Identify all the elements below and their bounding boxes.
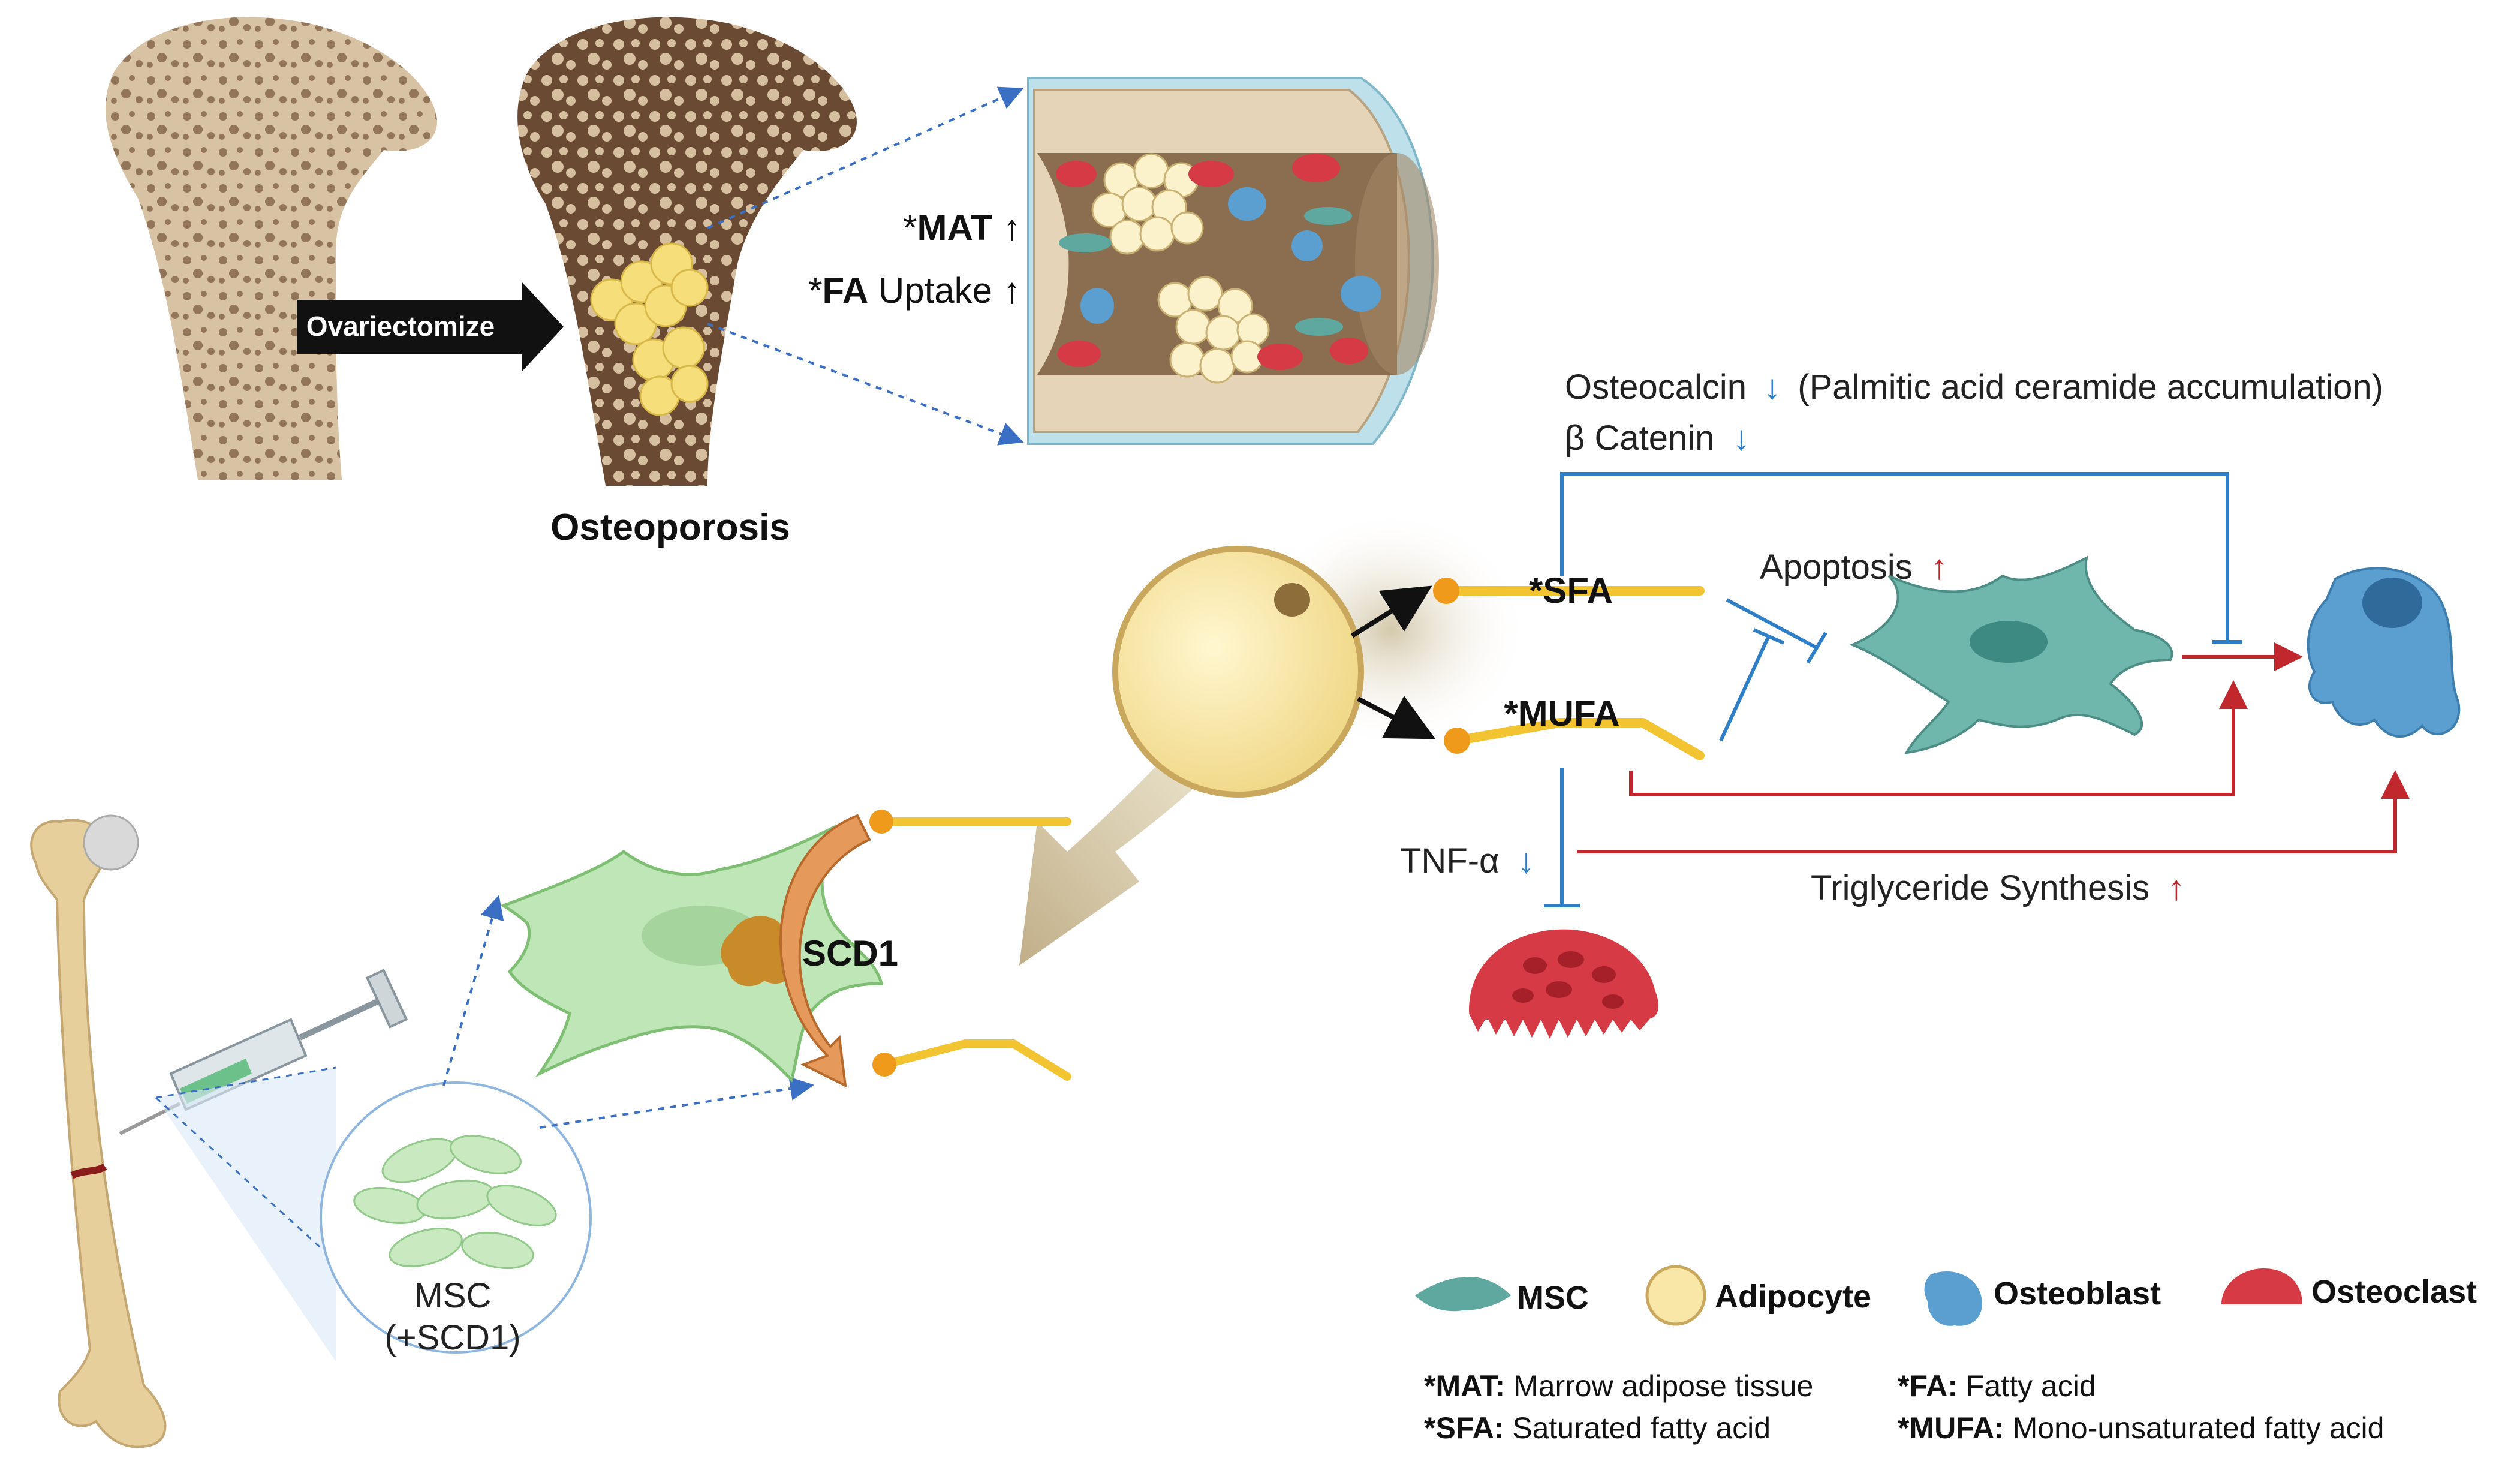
scd1-enzyme (721, 916, 798, 987)
arrow-to-mufa (1357, 695, 1436, 739)
osteocalcin-label: Osteocalcin ↓ (Palmitic acid ceramide ac… (1565, 368, 2383, 407)
marrow-osteoblasts (1080, 187, 1381, 324)
scd1-conversion-arrow (779, 814, 871, 1088)
healthy-femur (105, 17, 437, 480)
tnf-label: TNF-α ↓ (1400, 841, 1535, 880)
svg-text:*FA Uptake: *FA Uptake (808, 270, 992, 311)
osteoporotic-femur (517, 17, 857, 486)
legend-item-osteoclast: Osteoclast (2221, 1268, 2477, 1310)
ovariectomize-arrow: Ovariectomize (297, 282, 564, 372)
osteoblast-icon (1924, 1271, 1982, 1326)
sfa-chain: *SFA (1433, 570, 1705, 611)
mufa-label: *MUFA (1504, 693, 1619, 733)
abbr-mat: *MAT: Marrow adipose tissue (1424, 1369, 1813, 1403)
mufa-chain-small (872, 1039, 1071, 1081)
legend-item-msc: MSC (1415, 1277, 1589, 1316)
magnifier-cone (156, 1068, 336, 1361)
zoom-lines (707, 86, 1024, 446)
promotion-lines (1577, 642, 2410, 853)
msc-cell (1849, 555, 2173, 754)
osteoclast-cell (1469, 929, 1659, 1039)
osteoporosis-label: Osteoporosis (550, 507, 790, 548)
msc-zoom-arrows (442, 895, 814, 1129)
triglyceride-label: Triglyceride Synthesis ↑ (1811, 868, 2185, 907)
abbr-sfa: *SFA: Saturated fatty acid (1424, 1411, 1771, 1445)
mat-up-arrow: ↑ (1003, 208, 1021, 248)
svg-text:β Catenin ↓: β Catenin ↓ (1565, 419, 1750, 458)
apoptosis-label: Apoptosis ↑ (1760, 548, 1948, 587)
msc-culture-circle (320, 1081, 592, 1354)
mufa-chain: *MUFA (1444, 693, 1705, 760)
legend-label-adipocyte: Adipocyte (1715, 1279, 1871, 1315)
svg-text:TNF-α ↓: TNF-α ↓ (1400, 841, 1535, 880)
svg-text:Apoptosis ↑: Apoptosis ↑ (1760, 548, 1948, 587)
inhibition-lines (1544, 472, 2242, 907)
msc-cell-icon (1415, 1277, 1511, 1312)
legend-label-osteoclast: Osteoclast (2311, 1274, 2477, 1310)
svg-text:Triglyceride Synthesis ↑: Triglyceride Synthesis ↑ (1811, 868, 2185, 907)
svg-text:*MAT: *MAT (903, 208, 992, 248)
abbr-mufa: *MUFA: Mono-unsaturated fatty acid (1898, 1411, 2384, 1445)
beta-catenin-label: β Catenin ↓ (1565, 419, 1750, 458)
abbr-fa: *FA: Fatty acid (1898, 1369, 2096, 1403)
legend-item-adipocyte: Adipocyte (1645, 1265, 1871, 1326)
legend: MSC Adipocyte Osteoblast Osteoclast *MAT… (1415, 1265, 2477, 1445)
fat-cluster (590, 242, 709, 416)
msc-label-line1: MSC (414, 1276, 492, 1315)
adipocyte-icon (1645, 1265, 1706, 1326)
osteoclast-icon (2221, 1268, 2302, 1304)
marrow-osteoclasts (1056, 154, 1368, 370)
sfa-chain-small (869, 810, 1071, 834)
sfa-label: *SFA (1529, 570, 1613, 611)
ovariectomize-label: Ovariectomize (306, 311, 495, 342)
adipocyte-cell (1112, 546, 1364, 798)
marrow-section (1027, 77, 1439, 445)
marrow-mscs (1059, 207, 1352, 336)
legend-label-msc: MSC (1517, 1280, 1589, 1316)
msc-label-line2: (+SCD1) (384, 1318, 520, 1357)
legend-item-osteoblast: Osteoblast (1924, 1271, 2161, 1326)
mat-label: *MAT ↑ (903, 208, 1021, 248)
osteoblast-cell (2307, 567, 2461, 738)
long-bone (30, 814, 167, 1448)
fa-up-arrow: ↑ (1003, 270, 1021, 311)
legend-label-osteoblast: Osteoblast (1994, 1276, 2161, 1312)
fa-uptake-label: *FA Uptake ↑ (808, 270, 1021, 311)
arrow-to-sfa (1350, 585, 1432, 638)
svg-text:Osteocalcin ↓ (Pal: Osteocalcin ↓ (Palmitic acid ceramide ac… (1565, 368, 2383, 407)
scd1-label: SCD1 (802, 933, 898, 973)
